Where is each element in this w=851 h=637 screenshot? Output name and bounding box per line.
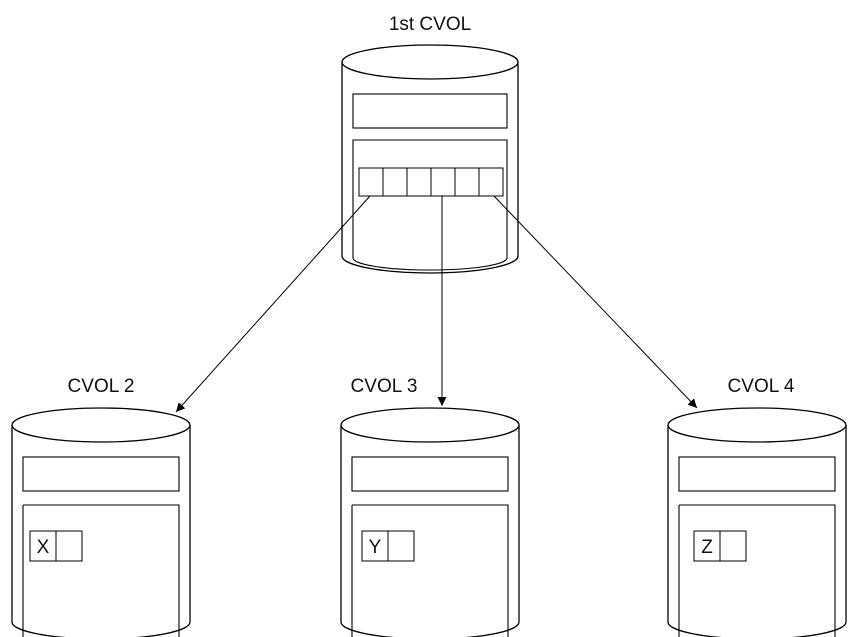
cvol2-label: CVOL 2	[68, 376, 135, 397]
primary-cvol: 1st CVOL	[341, 14, 519, 274]
primary-cvol-index-cells	[358, 167, 504, 197]
cvol2-entry-cell	[29, 530, 57, 562]
pointer-arrows	[175, 195, 698, 413]
cvol4-index-panel	[678, 504, 836, 637]
cvol4-cylinder-top	[667, 407, 847, 443]
cvol4-label: CVOL 4	[728, 376, 795, 397]
cvol2-cylinder-top	[11, 407, 191, 443]
cvol3-index-panel	[351, 504, 509, 637]
cvol4-header-panel	[678, 456, 836, 492]
index-cell	[382, 167, 408, 197]
cvol4-entry-label: Z	[701, 537, 713, 558]
index-cell	[478, 167, 504, 197]
cvol3-cylinder-body	[340, 425, 520, 637]
cvol2-empty-cell	[55, 530, 83, 562]
primary-cvol-cylinder-top	[341, 44, 519, 80]
cvol3-label: CVOL 3	[351, 376, 418, 397]
arrow-to-cvol2	[175, 195, 371, 413]
cvol3-header-panel	[351, 456, 509, 492]
index-cell	[454, 167, 480, 197]
arrow-to-cvol4	[493, 195, 698, 409]
cvol2-header-panel	[22, 456, 180, 492]
cvol4-empty-cell	[719, 530, 747, 562]
cvol3-entry-cell	[361, 530, 389, 562]
cvol3-empty-cell	[387, 530, 415, 562]
cvol4-cylinder-body	[667, 425, 847, 637]
index-cell	[406, 167, 432, 197]
cvol4: Z CVOL 4	[667, 376, 847, 637]
index-cell	[430, 167, 456, 197]
cvol4-entry-cell	[693, 530, 721, 562]
primary-cvol-label: 1st CVOL	[389, 14, 471, 35]
cvol2-cylinder-body	[11, 425, 191, 637]
cvol2-index-panel	[22, 504, 180, 637]
primary-cvol-header-panel	[352, 93, 508, 129]
cvol3-cylinder-top	[340, 407, 520, 443]
primary-cvol-index-panel	[352, 139, 508, 271]
index-cell	[358, 167, 384, 197]
cvol3: Y CVOL 3	[340, 376, 520, 637]
cvol2-entry-label: X	[37, 537, 50, 558]
cvol3-entry-label: Y	[369, 537, 382, 558]
cvol2: X CVOL 2	[11, 376, 191, 637]
